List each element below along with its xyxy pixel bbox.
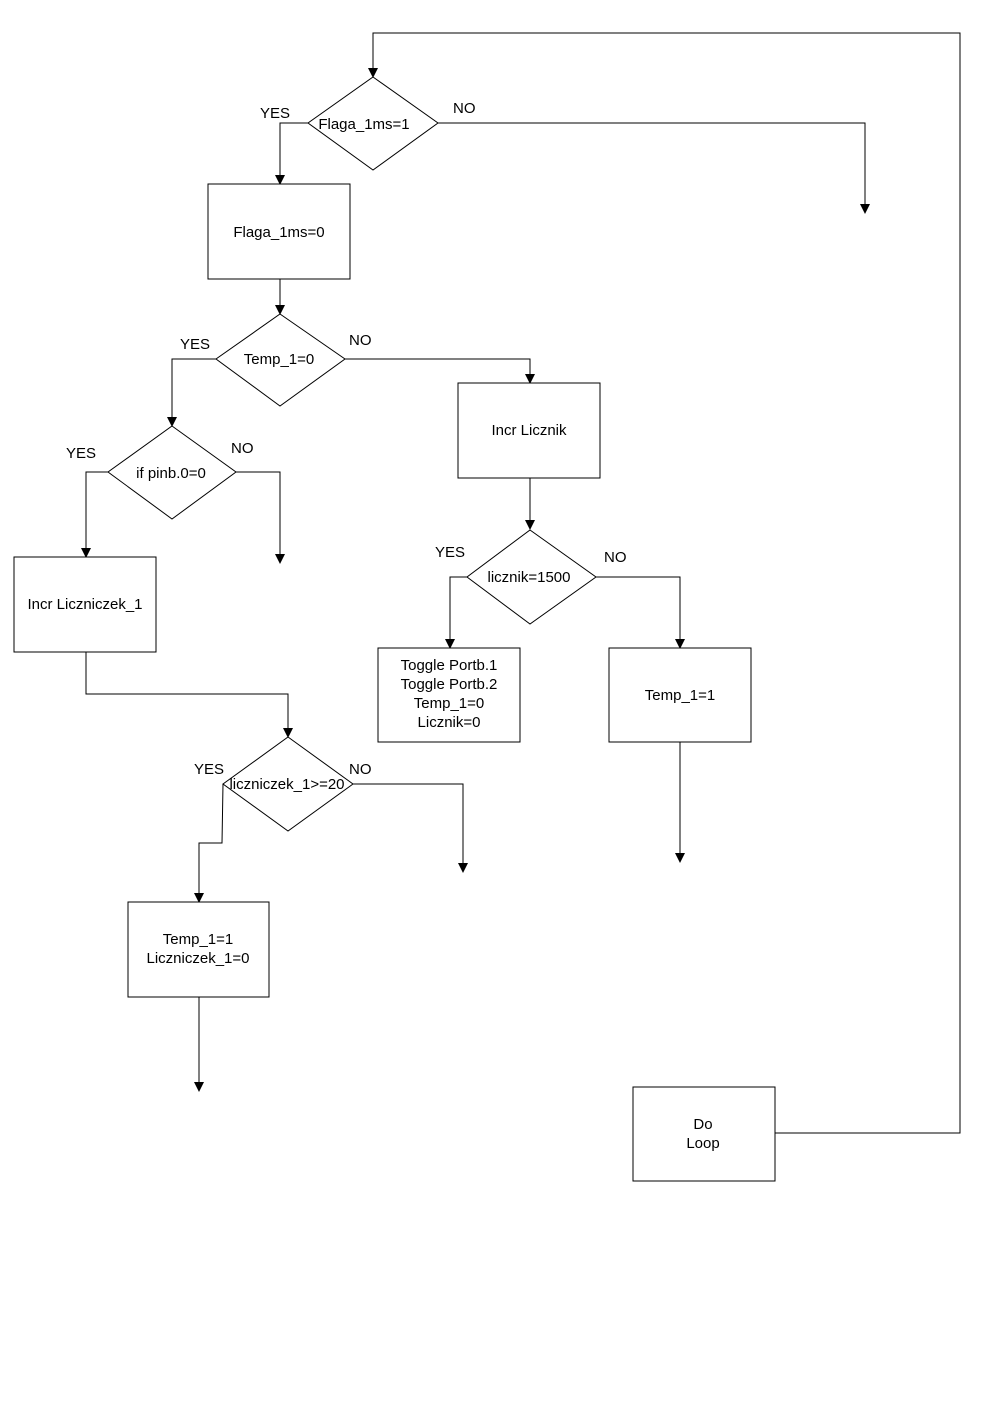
pinb-yes-connector: [85, 471, 108, 548]
node-text-line: Flaga_1ms=1: [318, 116, 409, 133]
arrowhead-temp-set-out: [675, 853, 685, 863]
liczniczek-no-label: NO: [349, 761, 372, 778]
incr-liczniczek-box: [13, 556, 157, 653]
toggle-box: [377, 647, 521, 743]
flaga-yes-connector: [279, 122, 308, 175]
node-text-line: Incr Licznik: [491, 422, 567, 439]
arrowhead-incr-liczniczek-in: [81, 548, 91, 558]
node-text-line: Flaga_1ms=0: [233, 224, 324, 241]
temp-set-box: [608, 647, 752, 743]
node-texts: Flaga_1ms=1 Flaga_1ms=0 Temp_1=0 if pinb…: [27, 116, 719, 1152]
node-text-line: Temp_1=1: [645, 687, 715, 704]
temp-check-diamond: [215, 313, 346, 407]
loop-back-connector: [372, 32, 961, 1134]
arrowhead-liczniczek-no-out: [458, 863, 468, 873]
flaga-check-diamond: [307, 76, 439, 171]
arrowhead-toggle-in: [445, 639, 455, 649]
temp-no-label: NO: [349, 332, 372, 349]
node-text-line: Temp_1=0: [244, 351, 314, 368]
arrowhead-temp-liczniczek-in: [194, 893, 204, 903]
arrowheads: [81, 68, 870, 1092]
node-text-line: Temp_1=0: [414, 695, 484, 712]
incr-liczniczek-out-connector: [85, 652, 289, 728]
flaga-no-connector: [438, 122, 866, 204]
node-text-line: liczniczek_1>=20: [229, 776, 344, 793]
licznik-no-connector: [596, 576, 681, 639]
node-text-line: Toggle Portb.1: [401, 657, 498, 674]
pinb-no-label: NO: [231, 440, 254, 457]
pinb-no-connector: [236, 471, 281, 554]
node-text-line: Incr Liczniczek_1: [27, 596, 142, 613]
flaga-reset-text: Flaga_1ms=0: [233, 224, 324, 241]
node-text-line: Temp_1=1: [163, 931, 233, 948]
flaga-no-label: NO: [453, 100, 476, 117]
liczniczek-check-diamond: [222, 736, 354, 832]
incr-licznik-text: Incr Licznik: [491, 422, 567, 439]
flaga-check-text: Flaga_1ms=1: [318, 116, 409, 133]
temp-no-connector: [345, 358, 531, 374]
temp-liczniczek-set-box: [127, 901, 270, 998]
liczniczek-yes-connector: [198, 783, 224, 893]
do-loop-box: [632, 1086, 776, 1182]
flaga-reset-box: [207, 183, 351, 280]
node-text-line: licznik=1500: [488, 569, 571, 586]
temp-set-text: Temp_1=1: [645, 687, 715, 704]
incr-licznik-box: [457, 382, 601, 479]
arrowhead-pinb-no-out: [275, 554, 285, 564]
arrowhead-flaga-reset-in: [275, 175, 285, 185]
flaga-yes-label: YES: [260, 105, 290, 122]
licznik-check-diamond: [466, 529, 597, 625]
node-text-line: if pinb.0=0: [136, 465, 206, 482]
arrowhead-incr-licznik-in: [525, 374, 535, 384]
licznik-check-text: licznik=1500: [488, 569, 571, 586]
branch-labels: YES NO YES NO YES NO YES NO YES NO: [66, 100, 627, 778]
arrowhead-pinb-in: [167, 417, 177, 427]
temp-yes-label: YES: [180, 336, 210, 353]
liczniczek-no-connector: [353, 783, 464, 863]
pinb-yes-label: YES: [66, 445, 96, 462]
pinb-check-text: if pinb.0=0: [136, 465, 206, 482]
node-text-line: Liczniczek_1=0: [147, 950, 250, 967]
temp-yes-connector: [171, 358, 216, 417]
connectors: [85, 32, 961, 1134]
arrowhead-temp-set-in: [675, 639, 685, 649]
pinb-check-diamond: [107, 425, 237, 520]
node-text-line: Licznik=0: [418, 714, 481, 731]
licznik-yes-label: YES: [435, 544, 465, 561]
node-text-line: Do: [693, 1116, 712, 1133]
licznik-no-label: NO: [604, 549, 627, 566]
node-text-line: Toggle Portb.2: [401, 676, 498, 693]
liczniczek-check-text: liczniczek_1>=20: [229, 776, 344, 793]
arrowhead-temp-in: [275, 305, 285, 315]
incr-liczniczek-text: Incr Liczniczek_1: [27, 596, 142, 613]
liczniczek-yes-label: YES: [194, 761, 224, 778]
node-text-line: Loop: [686, 1135, 719, 1152]
shapes: [13, 76, 776, 1182]
arrowhead-liczniczek-in: [283, 728, 293, 738]
temp-check-text: Temp_1=0: [244, 351, 314, 368]
licznik-yes-connector: [449, 576, 467, 639]
arrowhead-flaga-no-out: [860, 204, 870, 214]
arrowhead-flaga-in: [368, 68, 378, 78]
arrowhead-temp-liczniczek-out: [194, 1082, 204, 1092]
arrowhead-licznik-in: [525, 520, 535, 530]
